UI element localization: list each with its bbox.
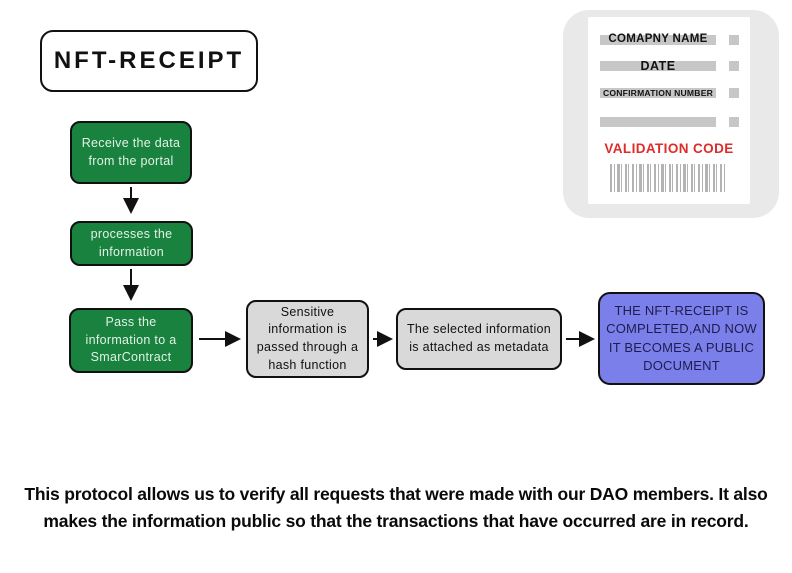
receipt-field-label: DATE: [640, 58, 676, 73]
receipt-preview-card: COMAPNY NAME DATE CONFIRMATION NUMBER: [563, 10, 779, 218]
receipt-field-bar: COMAPNY NAME: [600, 33, 716, 46]
validation-code-label: VALIDATION CODE: [604, 141, 734, 156]
receipt-field-bar: CONFIRMATION NUMBER: [600, 88, 716, 98]
receipt-checkbox-mark: [729, 35, 739, 45]
receipt-checkbox-mark: [729, 88, 739, 98]
receipt-row-blank: [588, 116, 750, 128]
flow-step-label: THE NFT-RECEIPT IS COMPLETED,AND NOW IT …: [606, 302, 757, 373]
flow-step-final-public-document: THE NFT-RECEIPT IS COMPLETED,AND NOW IT …: [598, 292, 765, 385]
flow-step-pass-to-smartcontract: Pass the information to a SmarContract: [69, 308, 193, 373]
flow-step-label: Pass the information to a SmarContract: [85, 314, 177, 365]
page-title: NFT-RECEIPT: [53, 47, 245, 74]
flow-step-label: The selected information is attached as …: [406, 322, 552, 354]
receipt-row-company: COMAPNY NAME: [588, 34, 750, 46]
receipt-field-label: CONFIRMATION NUMBER: [602, 87, 714, 98]
flow-step-label: Sensitive information is passed through …: [256, 304, 359, 372]
title-box: NFT-RECEIPT: [40, 30, 258, 92]
footer-caption: This protocol allows us to verify all re…: [24, 484, 768, 532]
receipt-checkbox-mark: [729, 117, 739, 127]
barcode-graphic: [610, 164, 727, 192]
receipt-checkbox-mark: [729, 61, 739, 71]
receipt-field-bar: [600, 117, 716, 127]
receipt-field-label: COMAPNY NAME: [608, 33, 708, 46]
flow-step-receive-data: Receive the data from the portal: [70, 121, 192, 184]
receipt-field-bar: DATE: [600, 58, 716, 73]
receipt-paper: COMAPNY NAME DATE CONFIRMATION NUMBER: [588, 17, 750, 204]
receipt-row-date: DATE: [588, 60, 750, 72]
footer-caption-container: This protocol allows us to verify all re…: [0, 481, 792, 535]
flow-step-process-information: processes the information: [70, 221, 193, 266]
receipt-row-confirmation: CONFIRMATION NUMBER: [588, 87, 750, 99]
flow-step-attach-metadata: The selected information is attached as …: [396, 308, 562, 370]
flow-step-label: processes the information: [90, 226, 173, 259]
flow-step-label: Receive the data from the portal: [81, 135, 181, 168]
flow-step-hash-function: Sensitive information is passed through …: [246, 300, 369, 378]
